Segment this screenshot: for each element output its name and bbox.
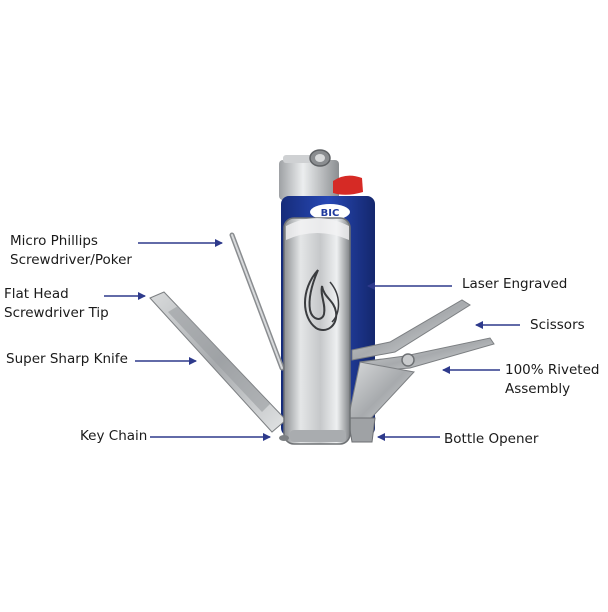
label-riveted-assembly: 100% Riveted Assembly — [505, 362, 600, 397]
bottle-opener — [347, 417, 376, 443]
label-micro-phillips: Micro Phillips Screwdriver/Poker — [10, 233, 132, 268]
lighter-red-button — [333, 175, 363, 195]
label-knife: Super Sharp Knife — [6, 351, 128, 367]
knife-blade — [168, 306, 270, 412]
steel-sleeve — [283, 217, 351, 445]
scissors-tool — [347, 299, 495, 431]
label-bottle-opener: Bottle Opener — [444, 431, 539, 447]
laser-engraved-logo — [304, 269, 340, 331]
bic-logo: BIC — [310, 204, 350, 220]
label-flat-head: Flat Head Screwdriver Tip — [4, 286, 109, 321]
label-laser-engraved: Laser Engraved — [462, 276, 568, 292]
lighter-cap — [279, 149, 363, 200]
callout-arrows — [104, 239, 520, 441]
svg-text:BIC: BIC — [321, 208, 340, 219]
label-scissors: Scissors — [530, 317, 585, 333]
keychain-ring — [279, 435, 289, 441]
label-key-chain: Key Chain — [80, 428, 148, 444]
